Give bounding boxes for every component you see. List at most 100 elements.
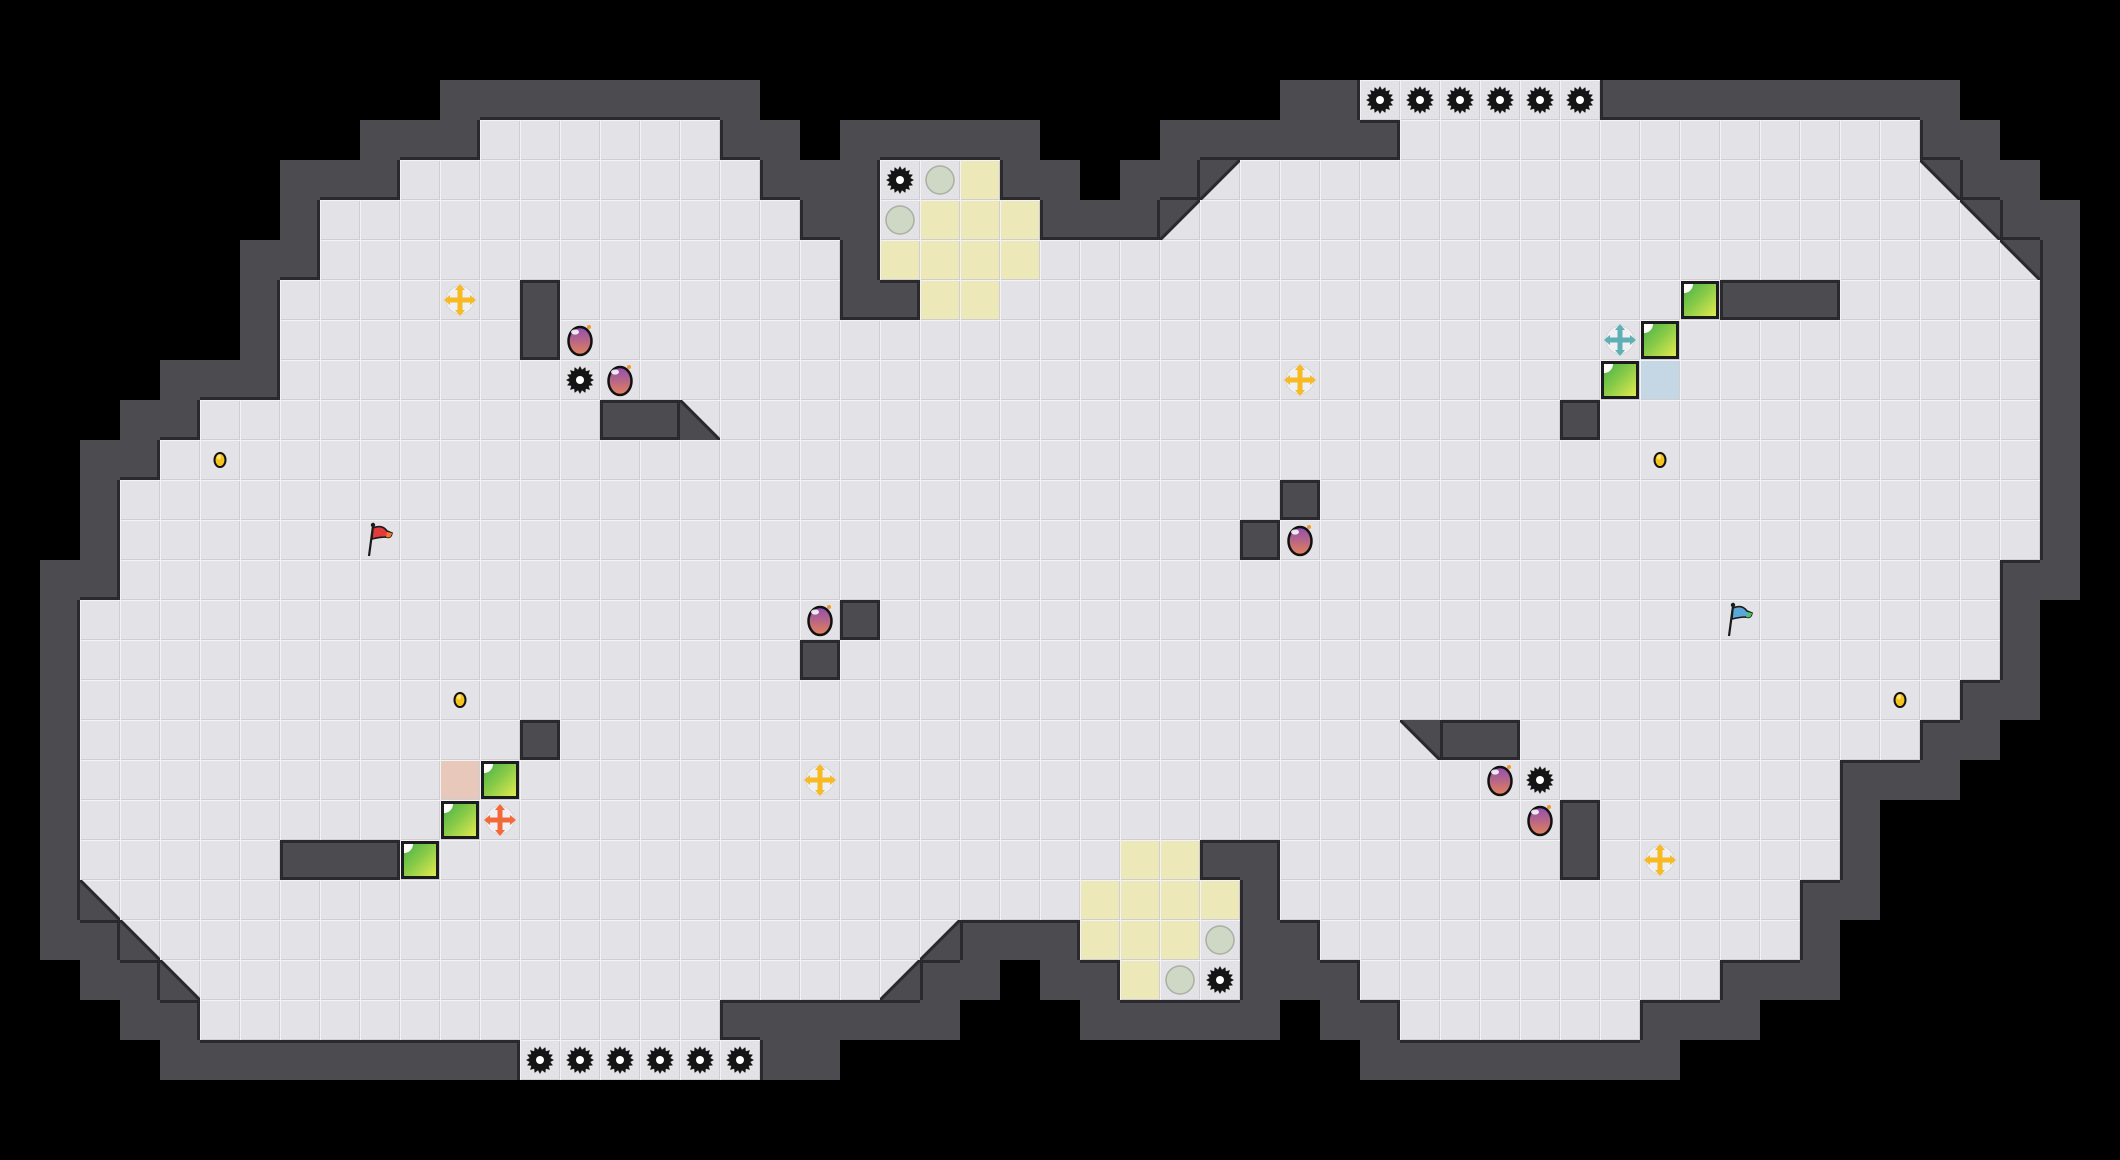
coin-icon[interactable] — [1880, 680, 1920, 720]
blue-flag-icon[interactable] — [1720, 600, 1760, 640]
wall-tile — [2040, 360, 2080, 400]
floor-tile — [880, 880, 920, 920]
switch-circle-icon[interactable] — [880, 200, 920, 240]
bomb-icon[interactable] — [600, 360, 640, 400]
switch-circle-icon[interactable] — [920, 160, 960, 200]
yellow-zone-tile — [960, 280, 1000, 320]
move-arrows-icon[interactable] — [440, 280, 480, 320]
floor-tile — [200, 480, 240, 520]
bomb-icon[interactable] — [1280, 520, 1320, 560]
floor-tile — [200, 960, 240, 1000]
floor-tile — [1200, 800, 1240, 840]
bomb-icon[interactable] — [800, 600, 840, 640]
floor-tile — [320, 400, 360, 440]
green-push-block[interactable] — [1680, 280, 1720, 320]
green-push-block[interactable] — [400, 840, 440, 880]
floor-tile — [1360, 920, 1400, 960]
floor-tile — [1520, 920, 1560, 960]
floor-tile — [560, 1000, 600, 1040]
floor-tile — [680, 920, 720, 960]
bomb-icon[interactable] — [1480, 760, 1520, 800]
move-arrows-icon[interactable] — [800, 760, 840, 800]
move-arrows-icon[interactable] — [480, 800, 520, 840]
floor-tile — [240, 880, 280, 920]
floor-tile — [640, 280, 680, 320]
coin-icon[interactable] — [200, 440, 240, 480]
switch-circle-icon[interactable] — [1160, 960, 1200, 1000]
wall-tile — [1920, 720, 1960, 760]
floor-tile — [280, 480, 320, 520]
floor-tile — [1440, 760, 1480, 800]
floor-tile — [320, 880, 360, 920]
floor-tile — [480, 920, 520, 960]
move-arrows-icon[interactable] — [1640, 840, 1680, 880]
bomb-icon[interactable] — [1520, 800, 1560, 840]
floor-tile — [1120, 680, 1160, 720]
floor-tile — [1080, 600, 1120, 640]
move-arrows-icon[interactable] — [1280, 360, 1320, 400]
floor-tile — [680, 360, 720, 400]
floor-tile — [320, 800, 360, 840]
floor-tile — [1680, 560, 1720, 600]
floor-tile — [1200, 560, 1240, 600]
floor-tile — [1880, 600, 1920, 640]
red-flag-icon[interactable] — [360, 520, 400, 560]
floor-tile — [1440, 960, 1480, 1000]
floor-tile — [920, 840, 960, 880]
floor-tile — [1760, 560, 1800, 600]
floor-tile — [760, 360, 800, 400]
floor-tile — [360, 280, 400, 320]
switch-circle-icon[interactable] — [1200, 920, 1240, 960]
green-push-block[interactable] — [1600, 360, 1640, 400]
floor-tile — [480, 880, 520, 920]
floor-tile — [240, 800, 280, 840]
floor-tile — [440, 1000, 480, 1040]
floor-tile — [880, 320, 920, 360]
wall-tile — [2000, 640, 2040, 680]
floor-tile — [1480, 320, 1520, 360]
green-push-block[interactable] — [440, 800, 480, 840]
floor-tile — [1560, 880, 1600, 920]
floor-tile — [640, 320, 680, 360]
floor-tile — [1920, 560, 1960, 600]
wall-tile — [880, 280, 920, 320]
spike-saw-icon — [1200, 960, 1240, 1000]
floor-tile — [1680, 320, 1720, 360]
floor-tile — [400, 480, 440, 520]
floor-tile — [1760, 880, 1800, 920]
wall-tile — [520, 320, 560, 360]
green-push-block[interactable] — [480, 760, 520, 800]
floor-tile — [720, 480, 760, 520]
floor-tile — [1520, 1000, 1560, 1040]
wall-tile — [1840, 760, 1880, 800]
yellow-zone-tile — [880, 240, 920, 280]
green-push-block[interactable] — [1640, 320, 1680, 360]
wall-tile — [760, 1000, 800, 1040]
floor-tile — [1680, 960, 1720, 1000]
floor-tile — [1840, 640, 1880, 680]
floor-tile — [520, 120, 560, 160]
floor-tile — [1280, 640, 1320, 680]
coin-icon[interactable] — [440, 680, 480, 720]
floor-tile — [1440, 800, 1480, 840]
floor-tile — [640, 200, 680, 240]
coin-icon[interactable] — [1640, 440, 1680, 480]
wall-tile — [360, 840, 400, 880]
floor-tile — [1360, 360, 1400, 400]
floor-tile — [280, 520, 320, 560]
floor-tile — [1480, 440, 1520, 480]
floor-tile — [1520, 440, 1560, 480]
floor-tile — [640, 480, 680, 520]
floor-tile — [1800, 480, 1840, 520]
floor-tile — [1280, 760, 1320, 800]
wall-tile — [1800, 880, 1840, 920]
floor-tile — [1120, 440, 1160, 480]
wall-tile — [1200, 840, 1240, 880]
spike-saw-icon — [640, 1040, 680, 1080]
move-arrows-icon[interactable] — [1600, 320, 1640, 360]
floor-tile — [1120, 320, 1160, 360]
bomb-icon[interactable] — [560, 320, 600, 360]
floor-tile — [1400, 640, 1440, 680]
floor-tile — [1880, 640, 1920, 680]
floor-tile — [520, 200, 560, 240]
